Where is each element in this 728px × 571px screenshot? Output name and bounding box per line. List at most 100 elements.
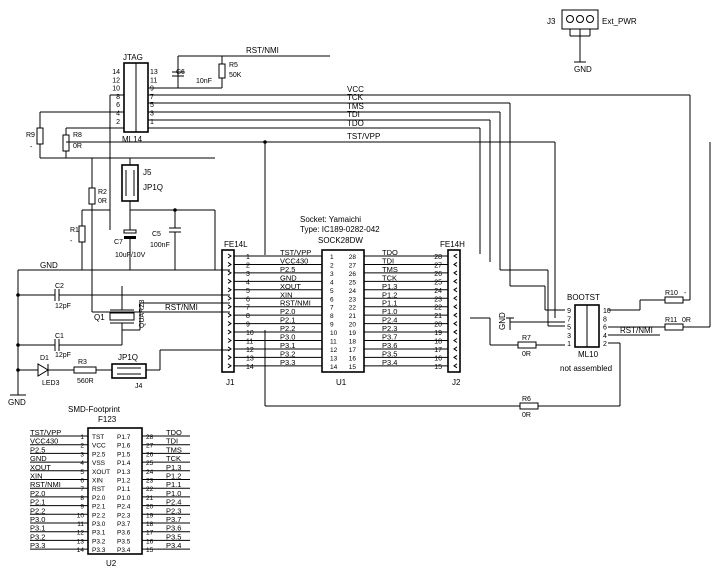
boot-pin-left: 9 (567, 308, 571, 315)
j1-signal: P2.5 (280, 265, 295, 274)
boot-pin-right: 8 (603, 316, 607, 323)
j2-pin-mark (453, 312, 458, 318)
u2-right-net: P2.4 (166, 498, 181, 507)
c2-ref: C2 (55, 283, 64, 290)
u2-pin-left: 5 (80, 469, 84, 476)
u2-inner-left: P3.3 (92, 547, 106, 554)
u1-pin-left: 5 (330, 288, 334, 295)
u2-inner-right: P1.1 (117, 486, 131, 493)
j1-pin-num: 7 (246, 305, 250, 312)
u2-title: SMD-Footprint (68, 405, 121, 414)
j2-pin-mark (453, 287, 458, 293)
u2-pin-right: 21 (146, 495, 154, 502)
u1-pin-right: 26 (349, 271, 357, 278)
j1-signal: XOUT (280, 282, 301, 291)
gnd-bottom: GND (8, 398, 26, 407)
j2-pin-num: 26 (434, 271, 442, 278)
u2-pin-left: 1 (80, 434, 84, 441)
r3-val: 560R (77, 378, 94, 385)
j2-pin-num: 20 (434, 322, 442, 329)
j1-pin-num: 1 (246, 254, 250, 261)
j2-pin-num: 16 (434, 355, 442, 362)
u2-pin-left: 2 (80, 443, 84, 450)
u2-inner-left: P2.5 (92, 451, 106, 458)
u2-right-net: P3.5 (166, 532, 181, 541)
j2-pin-mark (453, 329, 458, 335)
j1-signal: VCC430 (280, 256, 308, 265)
u1-pin-left: 8 (330, 313, 334, 320)
bus-tms: TMS (347, 102, 364, 111)
bus-tdi: TDI (347, 110, 360, 119)
j1-pin-num: 11 (246, 339, 253, 346)
c5-ref: C5 (152, 231, 161, 238)
u2-pin-left: 14 (77, 547, 85, 554)
u1-pin-left: 3 (330, 271, 334, 278)
j2-pin-num: 27 (434, 262, 442, 269)
u2-right-net: P1.3 (166, 463, 181, 472)
r3-ref: R3 (78, 359, 87, 366)
u2-pin-right: 24 (146, 469, 154, 476)
boot-pin-right: 2 (603, 341, 607, 348)
j1-pin-mark (227, 287, 232, 293)
jtag-pin-right: 9 (150, 86, 154, 93)
gnd-label: GND (40, 261, 58, 270)
u2-right-net: TCK (166, 454, 181, 463)
j1-part: FE14L (224, 240, 248, 249)
u2-left-net: P3.3 (30, 541, 45, 550)
j2-pin-mark (453, 354, 458, 360)
r1-val: - (70, 238, 73, 245)
jtag-pin-right: 13 (150, 69, 158, 76)
u2-inner-right: P3.6 (117, 530, 131, 537)
q1-ref: Q1 (94, 313, 105, 322)
j1-pin-mark (227, 338, 232, 343)
bus-vcc: VCC (347, 85, 364, 94)
j1-pin-mark (227, 354, 232, 360)
j2-pin-mark (453, 278, 458, 284)
rst-nmi-left: RST/NMI (165, 303, 198, 312)
u1-pin-right: 19 (349, 330, 357, 337)
j1-pin-mark (227, 321, 232, 327)
u2-left-net: P3.1 (30, 524, 45, 533)
j1-signal: P3.1 (280, 341, 295, 350)
j1-signal: P3.0 (280, 333, 295, 342)
u2-pin-right: 20 (146, 504, 154, 511)
u2-right-net: P2.3 (166, 506, 181, 515)
r10-ref: R10 (665, 290, 678, 297)
r2-val: 0R (98, 198, 107, 205)
u2-inner-right: P1.3 (117, 469, 131, 476)
u1-pin-right: 28 (349, 254, 357, 261)
r8-val: 0R (73, 143, 82, 150)
j1-header: FE14L J1 1TST/VPP2VCC4303P2.54GND5XOUT6X… (221, 240, 322, 387)
r2-r1: R2 0R R1 - (70, 158, 110, 300)
u2-right-net: TMS (166, 445, 182, 454)
j1-pin-mark (227, 304, 232, 310)
j5-ref: J5 (143, 168, 152, 177)
j2-header: FE14H J2 28TDO27TDI26TMS25TCK24P1.323P1.… (364, 240, 465, 387)
j2-pin-num: 18 (434, 339, 442, 346)
u2-pin-left: 6 (80, 478, 84, 485)
j1-signal: P3.3 (280, 358, 295, 367)
r5-val: 50K (229, 72, 242, 79)
j1-pin-mark (227, 363, 232, 369)
j3-name: Ext_PWR (602, 17, 637, 26)
u1-pin-right: 18 (349, 339, 357, 346)
c5-val: 100nF (150, 242, 170, 249)
u2-pin-left: 10 (77, 512, 85, 519)
boot-pin-left: 5 (567, 325, 571, 332)
u2-inner-right: P2.4 (117, 504, 131, 511)
u1-pin-right: 25 (349, 279, 357, 286)
j2-pin-num: 21 (434, 313, 442, 320)
j2-signal: P1.2 (382, 290, 397, 299)
j1-pin-num: 8 (246, 313, 250, 320)
u2-inner-left: XOUT (92, 469, 110, 476)
j1-pin-mark (227, 295, 232, 301)
j2-pin-num: 19 (434, 330, 442, 337)
j1-signal: P2.0 (280, 307, 295, 316)
u1-pin-right: 21 (349, 313, 357, 320)
j1-pin-mark (227, 312, 232, 318)
u2-pin-left: 4 (80, 460, 84, 467)
u2-left-net: P2.5 (30, 445, 45, 454)
u2-ref: U2 (106, 559, 117, 568)
u1-pin-left: 9 (330, 322, 334, 329)
r9-val: - (30, 144, 33, 151)
